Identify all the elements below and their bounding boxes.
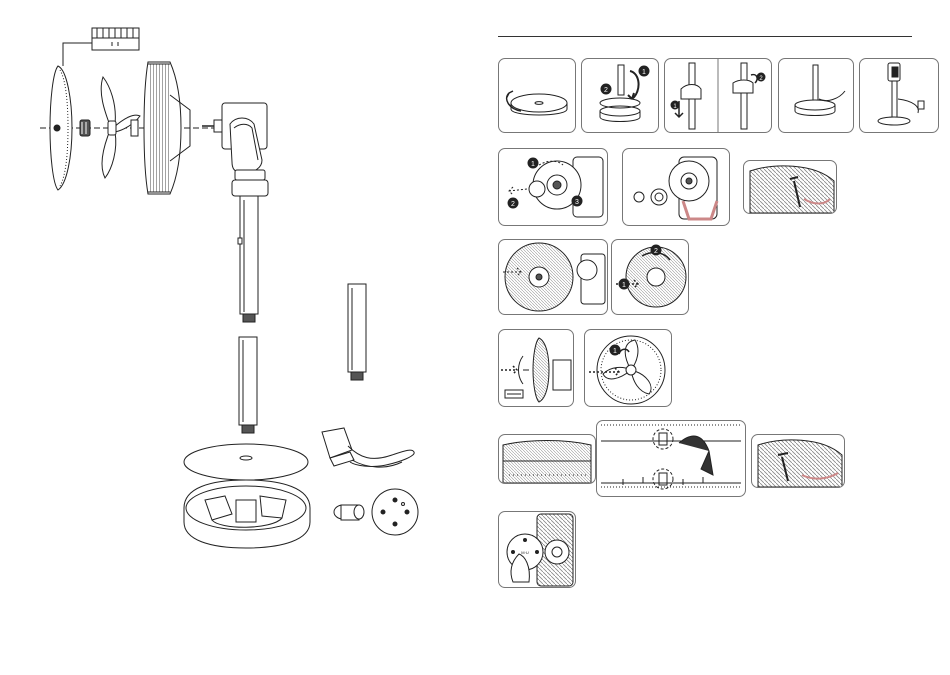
remote-control	[372, 489, 418, 535]
cable-tie	[334, 505, 364, 520]
step-marker-2: 2	[654, 248, 658, 255]
step-nut-removed	[622, 148, 730, 226]
upper-pole	[238, 196, 258, 322]
step-clip-front-grille	[596, 420, 746, 497]
base-top-plate	[184, 444, 308, 480]
remote-button-label: M·U	[521, 550, 529, 555]
power-adapter	[322, 428, 414, 467]
step-remove-nut: 1 2 3	[498, 148, 608, 226]
step-marker-1: 1	[613, 348, 617, 355]
step-marker-1: 1	[642, 69, 646, 76]
rear-grille	[144, 62, 190, 194]
step-align-front-grille	[498, 434, 596, 484]
step-check-grille-clip	[743, 160, 837, 214]
step-attach-rear-grille	[498, 239, 608, 315]
step-marker-2: 2	[604, 87, 608, 94]
step-marker-1: 1	[531, 161, 535, 168]
spinner-cap	[80, 120, 90, 136]
step-insert-pole: 1 2	[581, 58, 659, 133]
clip-leader-line	[63, 43, 92, 66]
step-route-cable	[778, 58, 854, 133]
step-lock-rear-grille: 1 2	[611, 239, 689, 315]
grille-clip-box	[92, 28, 139, 50]
exploded-parts-view	[0, 0, 475, 670]
header-rule	[498, 36, 912, 37]
blade-spacer	[131, 120, 138, 136]
step-base-rotate	[498, 58, 576, 133]
step-marker-1: 1	[622, 282, 626, 289]
step-mount-blade	[498, 329, 574, 407]
step-tighten-blade-cap: 1	[584, 329, 672, 407]
extension-pole	[348, 284, 366, 380]
step-complete-stand	[859, 58, 939, 133]
step-remote-storage: M·U	[498, 511, 576, 588]
step-marker-2: 2	[511, 201, 515, 208]
exploded-diagram	[0, 0, 475, 670]
front-grille	[50, 66, 72, 190]
base-housing	[184, 480, 310, 548]
step-marker-3: 3	[575, 199, 579, 206]
middle-pole	[239, 337, 257, 433]
motor-housing	[202, 103, 268, 196]
assembly-steps: 1 2 1 2	[475, 0, 950, 670]
step-secure-clip	[751, 434, 845, 488]
step-tighten-pole: 1 2	[664, 58, 772, 133]
